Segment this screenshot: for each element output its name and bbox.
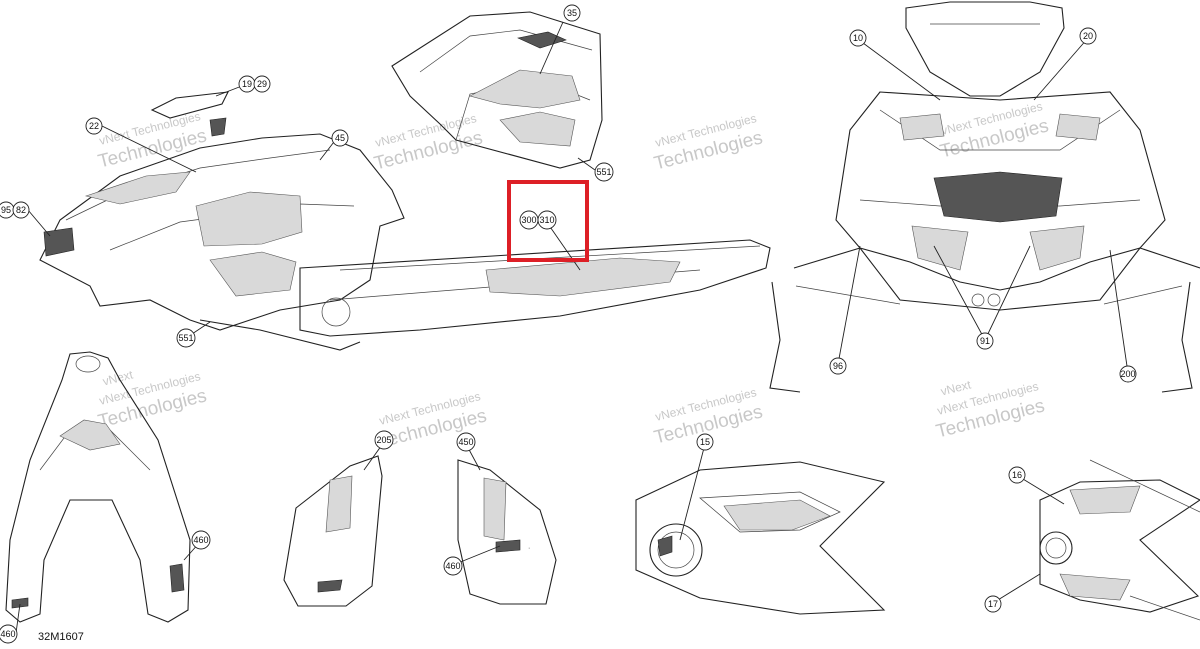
svg-text:82: 82 bbox=[16, 205, 26, 215]
svg-text:450: 450 bbox=[458, 437, 473, 447]
callout-460-left[interactable]: 460 bbox=[0, 624, 18, 644]
callout-19[interactable]: 19 bbox=[238, 75, 256, 93]
svg-text:17: 17 bbox=[988, 599, 998, 609]
callout-551[interactable]: 551 bbox=[594, 162, 614, 182]
seat-drawing bbox=[5, 351, 191, 623]
svg-text:16: 16 bbox=[1012, 470, 1022, 480]
callout-35[interactable]: 35 bbox=[563, 4, 581, 22]
svg-text:29: 29 bbox=[257, 79, 267, 89]
svg-text:300: 300 bbox=[521, 215, 536, 225]
callout-82[interactable]: 82 bbox=[12, 201, 30, 219]
svg-text:95: 95 bbox=[1, 205, 11, 215]
side-view-drawing bbox=[39, 91, 771, 351]
svg-text:91: 91 bbox=[980, 336, 990, 346]
svg-text:200: 200 bbox=[1120, 369, 1135, 379]
svg-text:460: 460 bbox=[193, 535, 208, 545]
svg-text:551: 551 bbox=[178, 333, 193, 343]
svg-text:35: 35 bbox=[567, 8, 577, 18]
callout-460[interactable]: 460 bbox=[191, 530, 211, 550]
callout-310[interactable]: 310 bbox=[537, 210, 557, 230]
svg-text:22: 22 bbox=[89, 121, 99, 131]
callout-205[interactable]: 450 bbox=[456, 432, 476, 452]
callout-22[interactable]: 22 bbox=[85, 117, 103, 135]
svg-text:20: 20 bbox=[1083, 31, 1093, 41]
svg-text:19: 19 bbox=[242, 79, 252, 89]
diagram-code: 32M1607 bbox=[38, 631, 84, 643]
callout-15[interactable]: 15 bbox=[696, 433, 714, 451]
svg-text:45: 45 bbox=[335, 133, 345, 143]
callout-91[interactable]: 91 bbox=[976, 332, 994, 350]
svg-text:15: 15 bbox=[700, 437, 710, 447]
svg-text:205: 205 bbox=[376, 435, 391, 445]
svg-text:10: 10 bbox=[853, 33, 863, 43]
callout-16[interactable]: 16 bbox=[1008, 466, 1026, 484]
callout-17[interactable]: 17 bbox=[984, 595, 1002, 613]
svg-text:460: 460 bbox=[0, 629, 15, 639]
svg-text:460: 460 bbox=[445, 561, 460, 571]
svg-text:310: 310 bbox=[539, 215, 554, 225]
svg-text:96: 96 bbox=[833, 361, 843, 371]
svg-text:551: 551 bbox=[596, 167, 611, 177]
callout-96[interactable]: 200 bbox=[1119, 365, 1137, 383]
callout-95[interactable]: 96 bbox=[829, 357, 847, 375]
callout-45[interactable]: 45 bbox=[331, 129, 349, 147]
callout-10[interactable]: 10 bbox=[849, 29, 867, 47]
callout-20[interactable]: 20 bbox=[1079, 27, 1097, 45]
callout-200[interactable]: 205 bbox=[374, 430, 394, 450]
panel-mark: · bbox=[528, 545, 530, 552]
callout-300[interactable]: 300 bbox=[519, 210, 539, 230]
side-panels-drawing: · bbox=[283, 455, 557, 607]
side-panel-drawing bbox=[391, 11, 603, 169]
callout-92[interactable]: 95 bbox=[0, 201, 15, 219]
callout-450[interactable]: 460 bbox=[443, 556, 463, 576]
callout-551-side[interactable]: 551 bbox=[176, 328, 196, 348]
highlight-box bbox=[507, 180, 589, 262]
console-drawing bbox=[635, 461, 886, 615]
callout-29[interactable]: 29 bbox=[253, 75, 271, 93]
small-console-drawing bbox=[1039, 459, 1200, 621]
